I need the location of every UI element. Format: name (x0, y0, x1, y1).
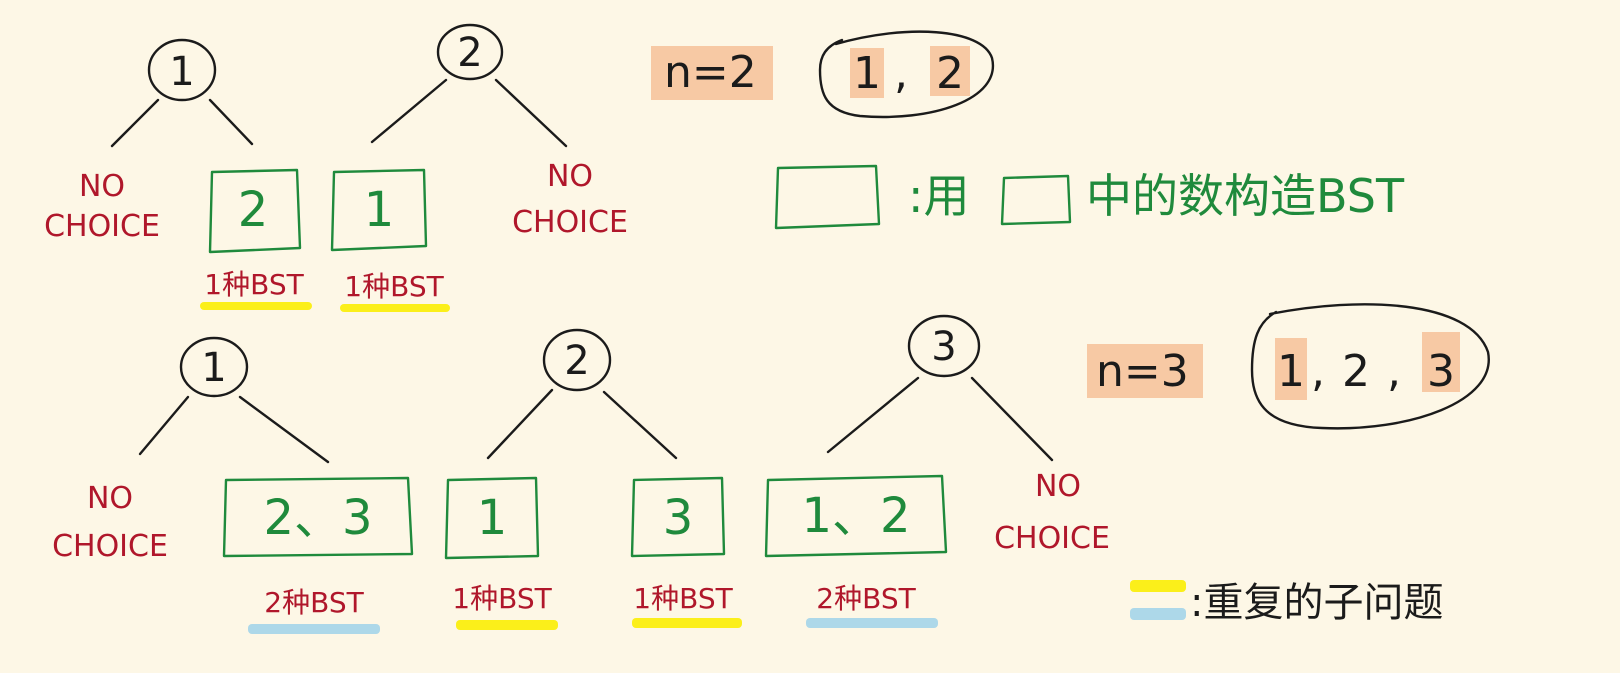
bst-count-label: 1种BST (452, 582, 552, 615)
orange-highlight (850, 48, 884, 98)
root-node-circle (907, 314, 981, 378)
root-node-circle (147, 38, 217, 102)
set-ellipse (1250, 303, 1490, 430)
yellow-underline (200, 302, 312, 310)
yellow-underline (632, 618, 742, 628)
set-item: 1 (1277, 346, 1305, 397)
yellow-underline (340, 304, 450, 312)
no-choice-line-2: CHOICE (52, 529, 168, 564)
n2-set-header: n=2 1 , 2 (651, 30, 995, 119)
no-choice-line-1: NO (79, 169, 125, 204)
set-separator: , (894, 48, 908, 99)
no-choice-line-2: CHOICE (512, 205, 628, 240)
set-item: 2 (936, 48, 964, 99)
orange-highlight (1275, 338, 1307, 400)
bst-count-label: 2种BST (264, 586, 364, 619)
root-node-label: 1 (201, 345, 226, 391)
no-choice-line-1: NO (87, 481, 133, 516)
left-edge (138, 395, 190, 456)
orange-highlight (1087, 344, 1203, 398)
subtree-box-label: 2 (238, 182, 269, 238)
root-node-label: 2 (457, 30, 482, 76)
orange-highlight (930, 46, 970, 96)
n3-label: n=3 (1096, 346, 1189, 397)
right-edge (208, 98, 254, 146)
tree-n3-root-1: 1 NO CHOICE 2、3 2种BST (52, 336, 414, 634)
set-separator: , (1387, 346, 1401, 397)
n3-set-header: n=3 1 , 2 , 3 (1087, 303, 1490, 430)
root-node-label: 3 (931, 324, 956, 370)
set-separator: , (1311, 346, 1325, 397)
no-choice-line-1: NO (547, 159, 593, 194)
yellow-underline (456, 620, 558, 630)
subtree-box-label: 3 (663, 490, 694, 546)
left-edge (110, 98, 160, 148)
legend-box-prefix: :用 (908, 169, 970, 223)
set-item: 1 (853, 48, 881, 99)
no-choice-line-1: NO (1035, 469, 1081, 504)
left-edge (370, 78, 448, 144)
bst-count-label: 1种BST (204, 268, 304, 301)
tree-n2-root-2: 2 1 1种BST NO CHOICE (330, 23, 628, 312)
right-edge (970, 376, 1054, 462)
bst-count-label: 1种BST (344, 270, 444, 303)
subtree-box (764, 474, 948, 558)
set-item: 2 (1342, 346, 1370, 397)
root-node-circle (542, 328, 612, 392)
right-edge (238, 395, 330, 464)
n2-label: n=2 (664, 47, 757, 98)
root-node-circle (179, 336, 249, 398)
legend-highlight: :重复的子问题 (1130, 580, 1443, 626)
legend-highlight-text: :重复的子问题 (1190, 580, 1443, 626)
legend-blue-swatch (1130, 608, 1186, 620)
legend-box-shape (774, 164, 881, 230)
tree-n2-root-1: 1 NO CHOICE 2 1种BST (44, 38, 312, 310)
legend-box: :用 中的数构造BST (774, 164, 1405, 230)
subtree-box-label: 2、3 (263, 490, 372, 546)
blue-underline (806, 618, 938, 628)
blue-underline (248, 624, 380, 634)
no-choice-line-2: CHOICE (994, 521, 1110, 556)
subtree-box-label: 1、2 (801, 488, 910, 544)
set-item: 3 (1427, 346, 1455, 397)
orange-highlight (651, 46, 773, 100)
root-node-label: 2 (564, 338, 589, 384)
right-edge (602, 390, 678, 460)
legend-box-suffix: 中的数构造BST (1086, 169, 1405, 223)
legend-yellow-swatch (1130, 580, 1186, 592)
bst-count-label: 2种BST (816, 582, 916, 615)
root-node-label: 1 (169, 49, 194, 95)
no-choice-line-2: CHOICE (44, 209, 160, 244)
subtree-box (222, 476, 414, 558)
bst-count-label: 1种BST (633, 582, 733, 615)
subtree-box (630, 476, 726, 558)
set-ellipse (818, 30, 995, 119)
subtree-box (330, 168, 428, 252)
right-edge (494, 78, 568, 148)
tree-n3-root-3: 3 1、2 2种BST NO CHOICE (764, 314, 1110, 628)
subtree-box-label: 1 (364, 182, 395, 238)
subtree-box (208, 168, 302, 254)
left-edge (486, 388, 554, 460)
subtree-box-label: 1 (477, 490, 508, 546)
orange-highlight (1422, 332, 1460, 392)
root-node-circle (436, 23, 504, 81)
left-edge (826, 376, 920, 454)
subtree-box (444, 476, 540, 560)
legend-inline-box (1000, 174, 1072, 226)
tree-n3-root-2: 2 1 3 1种BST 1种BST (444, 328, 742, 630)
